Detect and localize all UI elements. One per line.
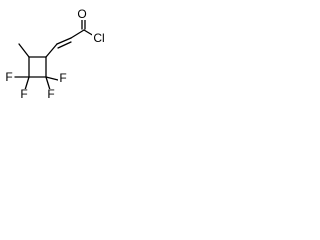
structural-formula: O Cl F F F F	[4, 7, 107, 101]
vinyl-double-bond-b	[57, 41, 72, 49]
fluorine-bond-3	[45, 76, 51, 91]
fluorine-bond-2	[24, 76, 30, 91]
fluorine-label-3: F	[47, 87, 54, 101]
oxygen-label: O	[77, 7, 86, 21]
fluorine-label-4: F	[59, 71, 66, 85]
fluorine-label-1: F	[5, 70, 12, 84]
fluorine-label-2: F	[20, 87, 27, 101]
bonds	[14, 19, 95, 91]
vinyl-double-bond-a	[56, 37, 72, 45]
fluorine-bond-4	[45, 76, 59, 81]
atom-labels: O Cl F F F F	[4, 7, 107, 101]
vinyl-ring-bond	[45, 43, 58, 58]
carbonyl-vinyl-bond	[70, 29, 85, 39]
methyl-bond	[18, 43, 30, 58]
chlorine-label: Cl	[93, 31, 104, 45]
